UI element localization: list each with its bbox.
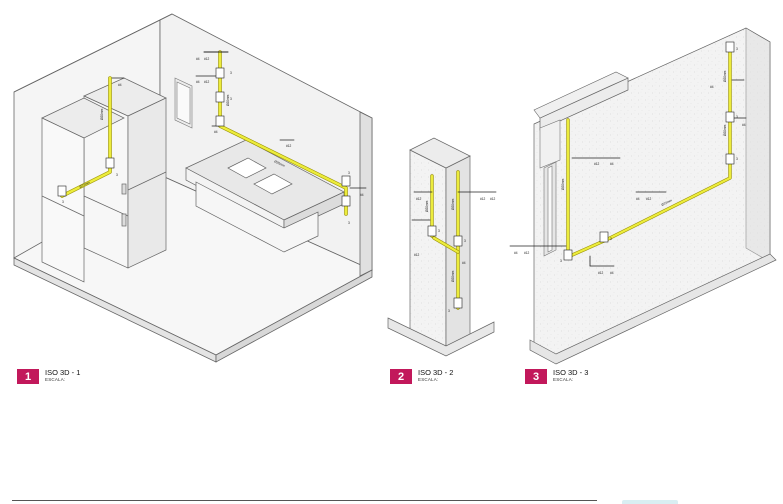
view-number-badge: 2	[390, 369, 412, 384]
pipe-size-label: Ø20mm	[226, 94, 230, 106]
wire-tag: #12	[204, 80, 210, 84]
box-label: 3	[62, 200, 64, 204]
counter	[185, 139, 345, 253]
wire-tag: #4	[742, 123, 746, 127]
wire-tag: #4	[196, 57, 200, 61]
junction-box	[725, 111, 735, 123]
fridge-block	[41, 77, 167, 283]
pipe-size-label: Ø20mm	[274, 159, 286, 168]
junction-box	[453, 297, 463, 309]
box-label: 3	[116, 173, 118, 177]
junction-box	[453, 235, 463, 247]
wire-tag: #4	[636, 197, 640, 201]
view-title: ISO 3D - 1	[45, 368, 81, 377]
side-floor-edge	[215, 269, 373, 363]
iso-view-3-wall: Ø20mm Ø20mm Ø20mm Ø20mm 3 3 3 3 3 #12 #4…	[509, 27, 777, 365]
view-scale-label: ESCALA:	[418, 376, 439, 382]
wire-tag: #4	[462, 261, 466, 265]
junction-boxes-3	[563, 41, 735, 261]
pipe-labels-1: Ø20mm Ø20mm Ø20mm Ø20mm 3 3 3 3 3 3 #4 #…	[62, 57, 364, 225]
view-scale-label: ESCALA:	[553, 376, 574, 382]
pipe-labels-2: Ø20mm Ø20mm Ø20mm 3 3 3 #12 #12 #12 #12 …	[414, 197, 496, 313]
pipe-size-label: Ø20mm	[723, 124, 727, 136]
pipe-size-label: Ø20mm	[79, 180, 91, 189]
junction-box	[725, 41, 735, 53]
box-label: 3	[348, 171, 350, 175]
pipe-size-label: Ø20mm	[100, 108, 104, 120]
junction-box	[341, 195, 351, 207]
wall-front	[409, 149, 447, 349]
wire-tag: #12	[480, 197, 486, 201]
junction-box	[563, 249, 573, 261]
box-label: 3	[230, 97, 232, 101]
box-label: 3	[448, 309, 450, 313]
wire-tag: #4	[196, 80, 200, 84]
wall-base	[529, 253, 777, 365]
wire-tag: #4	[118, 83, 122, 87]
junction-box	[427, 225, 437, 237]
wall-right-edge	[745, 27, 771, 263]
wire-tag: #4	[360, 193, 364, 197]
box-label: 3	[438, 229, 440, 233]
junction-box	[725, 153, 735, 165]
junction-boxes-2	[427, 225, 463, 309]
wire-tag: #4	[710, 85, 714, 89]
junction-box	[215, 91, 225, 103]
box-label: 3	[348, 221, 350, 225]
wire-tag: #12	[598, 271, 604, 275]
view-title: ISO 3D - 2	[418, 368, 454, 377]
wall-base	[387, 317, 495, 357]
sheet-bottom-rule	[12, 500, 597, 501]
box-label: 3	[610, 237, 612, 241]
wire-tag: #12	[646, 197, 652, 201]
view-caption-1: 1 ISO 3D - 1 ESCALA:	[17, 369, 80, 384]
wire-tag: #12	[414, 253, 420, 257]
junction-box	[57, 185, 67, 197]
sheet-corner-tab	[622, 500, 678, 504]
view-caption-2: 2 ISO 3D - 2 ESCALA:	[390, 369, 453, 384]
pipe-labels-3: Ø20mm Ø20mm Ø20mm Ø20mm 3 3 3 3 3 #12 #4…	[514, 47, 746, 275]
view-scale-label: ESCALA:	[45, 376, 66, 382]
wire-tag: #12	[490, 197, 496, 201]
pipe-size-label: Ø20mm	[425, 200, 429, 212]
junction-box	[215, 67, 225, 79]
box-label: 3	[464, 239, 466, 243]
lintel-top	[533, 71, 629, 119]
iso-view-1-kitchen: Ø20mm Ø20mm Ø20mm Ø20mm 3 3 3 3 3 3 #4 #…	[13, 13, 373, 363]
junction-box	[599, 231, 609, 243]
iso-view-2-wall: Ø20mm Ø20mm Ø20mm 3 3 3 #12 #12 #12 #12 …	[387, 137, 497, 357]
pipe-size-label: Ø20mm	[661, 198, 673, 207]
pipe-size-label: Ø20mm	[451, 198, 455, 210]
pipe-size-label: Ø20mm	[561, 178, 565, 190]
view-number-badge: 1	[17, 369, 39, 384]
pipe-size-label: Ø20mm	[451, 270, 455, 282]
window	[174, 77, 193, 129]
junction-box	[105, 157, 115, 169]
wire-tag: #4	[514, 251, 518, 255]
view-number-badge: 3	[525, 369, 547, 384]
wire-tag: #4	[610, 162, 614, 166]
junction-box	[341, 175, 351, 187]
wire-tag: #12	[286, 144, 292, 148]
wire-tag: #4	[610, 271, 614, 275]
door-opening	[539, 119, 561, 257]
wire-tag: #12	[416, 197, 422, 201]
box-label: 3	[736, 157, 738, 161]
wire-tag: #12	[594, 162, 600, 166]
left-wall-rim	[13, 13, 173, 93]
view-title: ISO 3D - 3	[553, 368, 589, 377]
view-caption-3: 3 ISO 3D - 3 ESCALA:	[525, 369, 588, 384]
box-label: 3	[230, 71, 232, 75]
junction-box	[215, 115, 225, 127]
box-label: 3	[736, 115, 738, 119]
wire-tag: #12	[524, 251, 530, 255]
box-label: 3	[736, 47, 738, 51]
wall-top	[409, 137, 471, 169]
wire-tag: #4	[214, 130, 218, 134]
pipe-size-label: Ø20mm	[723, 70, 727, 82]
junction-boxes-1	[57, 67, 351, 207]
box-label: 3	[560, 259, 562, 263]
wire-tag: #12	[204, 57, 210, 61]
